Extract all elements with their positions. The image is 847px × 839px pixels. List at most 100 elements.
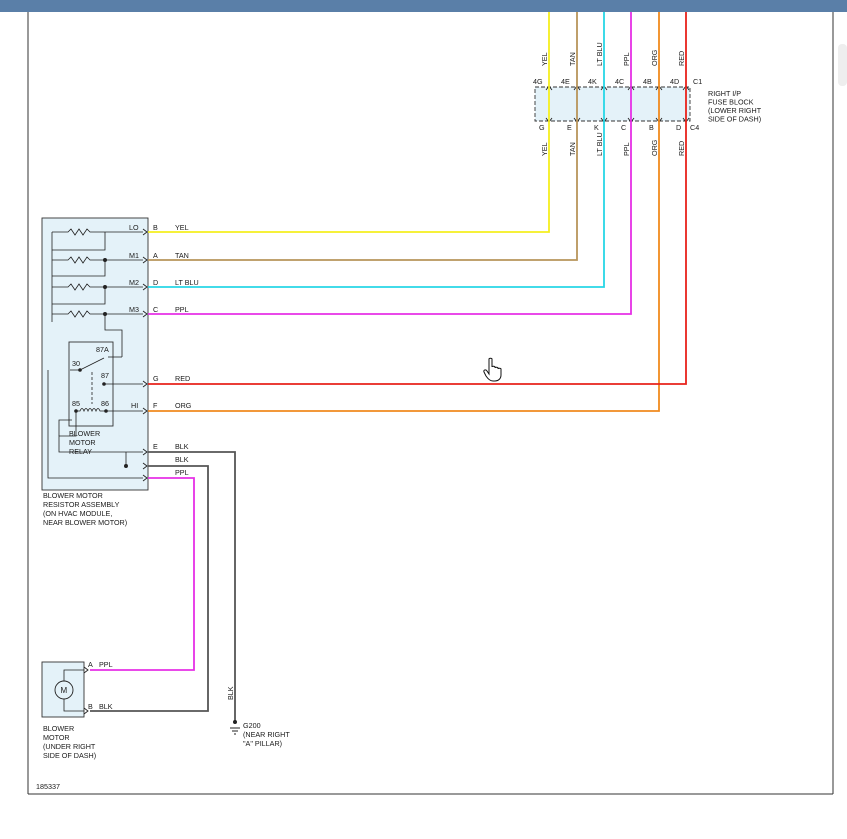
speed-circuit-lo: LO B YEL bbox=[129, 223, 189, 232]
fuse-pin-bottom: G bbox=[539, 123, 545, 132]
fuse-wire-label-top: TAN bbox=[568, 52, 577, 66]
fuse-wire-label-bottom: RED bbox=[677, 141, 686, 156]
fuse-block-label: RIGHT I/P FUSE BLOCK (LOWER RIGHT SIDE O… bbox=[708, 89, 762, 124]
fuse-wire-label-bottom: YEL bbox=[540, 142, 549, 156]
fuse-wire-label-bottom: PPL bbox=[622, 142, 631, 156]
wire-blk-motor bbox=[90, 465, 209, 712]
svg-text:(NEAR RIGHT: (NEAR RIGHT bbox=[243, 730, 290, 739]
hand-pointer-icon bbox=[483, 357, 502, 382]
relay-label: BLOWER MOTOR RELAY bbox=[69, 429, 100, 456]
fuse-pin-bottom: B bbox=[649, 123, 654, 132]
ground-wire-label: BLK bbox=[226, 686, 235, 700]
svg-text:YEL: YEL bbox=[175, 223, 189, 232]
svg-text:E: E bbox=[153, 442, 158, 451]
relay-terminal-87: 87 bbox=[101, 371, 109, 380]
svg-text:M2: M2 bbox=[129, 278, 139, 287]
speed-circuit-m1: M1 A TAN bbox=[129, 251, 189, 260]
svg-text:LT BLU: LT BLU bbox=[175, 278, 199, 287]
svg-text:HI: HI bbox=[131, 401, 138, 410]
fuse-pin-top: 4G bbox=[533, 77, 543, 86]
diagram-id: 185337 bbox=[36, 782, 60, 791]
junction-dot bbox=[103, 258, 107, 262]
pass-wire-blk-label: BLK bbox=[175, 455, 189, 464]
svg-text:PPL: PPL bbox=[99, 660, 113, 669]
harness-wires bbox=[90, 12, 687, 722]
svg-text:BLK: BLK bbox=[99, 702, 113, 711]
fuse-pin-bottom: C bbox=[621, 123, 626, 132]
svg-text:G200: G200 bbox=[243, 721, 261, 730]
svg-text:"A" PILLAR): "A" PILLAR) bbox=[243, 739, 282, 748]
ground-circuit-e: E BLK bbox=[153, 442, 189, 451]
wire-org bbox=[148, 12, 660, 412]
fuse-pin-bottom: K bbox=[594, 123, 599, 132]
wire-blk-ground bbox=[148, 451, 236, 722]
fuse-block-box bbox=[534, 86, 691, 122]
wire-lt-blu bbox=[148, 12, 605, 288]
wire-ppl-motor bbox=[90, 477, 195, 671]
motor-pin-a: A PPL bbox=[88, 660, 113, 669]
relay-circuit-hi: HI F ORG bbox=[131, 401, 192, 410]
wire-tan bbox=[148, 12, 578, 261]
svg-text:BLOWER MOTOR: BLOWER MOTOR bbox=[43, 491, 103, 500]
fuse-pin-top: 4D bbox=[670, 77, 679, 86]
blower-motor: M A PPL B BLK BLOWER MOTOR (UNDER RIGHT … bbox=[41, 660, 113, 760]
resistor-assembly: BLOWER MOTOR RESISTOR ASSEMBLY (ON HVAC … bbox=[41, 217, 199, 527]
junction-dot bbox=[124, 464, 128, 468]
fuse-block: RIGHT I/P FUSE BLOCK (LOWER RIGHT SIDE O… bbox=[533, 42, 762, 156]
relay-terminal-30: 30 bbox=[72, 359, 80, 368]
viewer-top-bar bbox=[0, 0, 847, 12]
svg-text:M1: M1 bbox=[129, 251, 139, 260]
fuse-wire-label-top: PPL bbox=[622, 52, 631, 66]
svg-text:BLOWER: BLOWER bbox=[43, 724, 74, 733]
svg-text:B: B bbox=[88, 702, 93, 711]
fuse-wire-label-top: RED bbox=[677, 51, 686, 66]
fuse-wire-label-bottom: TAN bbox=[568, 142, 577, 156]
fuse-pin-top: 4E bbox=[561, 77, 570, 86]
resistor-assembly-label: BLOWER MOTOR RESISTOR ASSEMBLY (ON HVAC … bbox=[43, 491, 127, 527]
resistor-ladder bbox=[51, 228, 143, 357]
svg-text:RED: RED bbox=[175, 374, 190, 383]
svg-text:BLOWER: BLOWER bbox=[69, 429, 100, 438]
svg-text:PPL: PPL bbox=[175, 305, 189, 314]
svg-text:RIGHT I/P: RIGHT I/P bbox=[708, 89, 741, 98]
junction-dot bbox=[103, 312, 107, 316]
connector-c4-label: C4 bbox=[690, 123, 699, 132]
speed-circuit-m2: M2 D LT BLU bbox=[129, 278, 199, 287]
svg-text:F: F bbox=[153, 401, 158, 410]
svg-text:(ON HVAC MODULE,: (ON HVAC MODULE, bbox=[43, 509, 112, 518]
pass-wire-ppl-label: PPL bbox=[175, 468, 189, 477]
fuse-wire-label-top: YEL bbox=[540, 52, 549, 66]
svg-text:A: A bbox=[88, 660, 93, 669]
ground-g200: BLK G200 (NEAR RIGHT "A" PILLAR) bbox=[226, 686, 290, 748]
ground-icon bbox=[230, 727, 240, 735]
connector-c1-label: C1 bbox=[693, 77, 702, 86]
resistor-connector-terminals bbox=[142, 228, 148, 482]
relay-terminal-86: 86 bbox=[101, 399, 109, 408]
svg-text:MOTOR: MOTOR bbox=[69, 438, 96, 447]
svg-text:D: D bbox=[153, 278, 158, 287]
svg-text:NEAR BLOWER MOTOR): NEAR BLOWER MOTOR) bbox=[43, 518, 127, 527]
svg-text:RELAY: RELAY bbox=[69, 447, 92, 456]
motor-symbol: M bbox=[61, 686, 68, 695]
junction-dot bbox=[103, 285, 107, 289]
fuse-pin-top: 4C bbox=[615, 77, 624, 86]
svg-text:G: G bbox=[153, 374, 159, 383]
relay-coil bbox=[76, 408, 106, 413]
svg-text:(UNDER RIGHT: (UNDER RIGHT bbox=[43, 742, 96, 751]
svg-text:A: A bbox=[153, 251, 158, 260]
scroll-indicator[interactable] bbox=[838, 44, 847, 86]
svg-text:TAN: TAN bbox=[175, 251, 189, 260]
wire-yel bbox=[148, 12, 550, 233]
fuse-wire-label-top: LT BLU bbox=[595, 42, 604, 66]
svg-text:(LOWER RIGHT: (LOWER RIGHT bbox=[708, 106, 762, 115]
svg-text:M3: M3 bbox=[129, 305, 139, 314]
relay-terminal-85: 85 bbox=[72, 399, 80, 408]
svg-text:FUSE BLOCK: FUSE BLOCK bbox=[708, 98, 754, 107]
svg-text:BLK: BLK bbox=[175, 442, 189, 451]
blower-motor-label: BLOWER MOTOR (UNDER RIGHT SIDE OF DASH) bbox=[43, 724, 96, 760]
ground-label: G200 (NEAR RIGHT "A" PILLAR) bbox=[243, 721, 290, 748]
svg-text:RESISTOR ASSEMBLY: RESISTOR ASSEMBLY bbox=[43, 500, 120, 509]
svg-text:ORG: ORG bbox=[175, 401, 192, 410]
